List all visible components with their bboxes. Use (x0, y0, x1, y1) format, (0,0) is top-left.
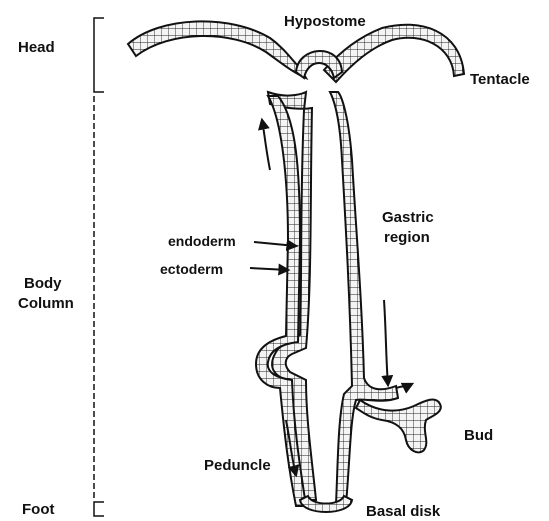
downflow-arrow-right (384, 300, 388, 385)
label-body: Body (24, 275, 62, 292)
label-endoderm: endoderm (168, 233, 236, 249)
foot-bracket (94, 502, 104, 516)
right-body-wall (330, 92, 398, 504)
label-foot: Foot (22, 501, 54, 518)
label-region: region (384, 229, 430, 246)
bud-arrow (396, 384, 412, 388)
label-basal-disk: Basal disk (366, 503, 441, 520)
label-ectoderm: ectoderm (160, 261, 223, 277)
label-head: Head (18, 39, 55, 56)
head-bracket (94, 18, 104, 92)
label-bud: Bud (464, 427, 493, 444)
region-bracket (94, 18, 104, 516)
label-gastric: Gastric (382, 209, 434, 226)
label-tentacle: Tentacle (470, 71, 530, 88)
left-tentacle (128, 21, 306, 78)
basal-disk (300, 496, 352, 512)
upflow-arrow-left (262, 120, 270, 170)
label-hypostome: Hypostome (284, 13, 366, 30)
label-column: Column (18, 295, 74, 312)
label-peduncle: Peduncle (204, 457, 271, 474)
hypostome (296, 51, 342, 78)
bud (356, 400, 441, 453)
right-tentacle (324, 25, 464, 82)
ectoderm-arrow (250, 268, 288, 270)
